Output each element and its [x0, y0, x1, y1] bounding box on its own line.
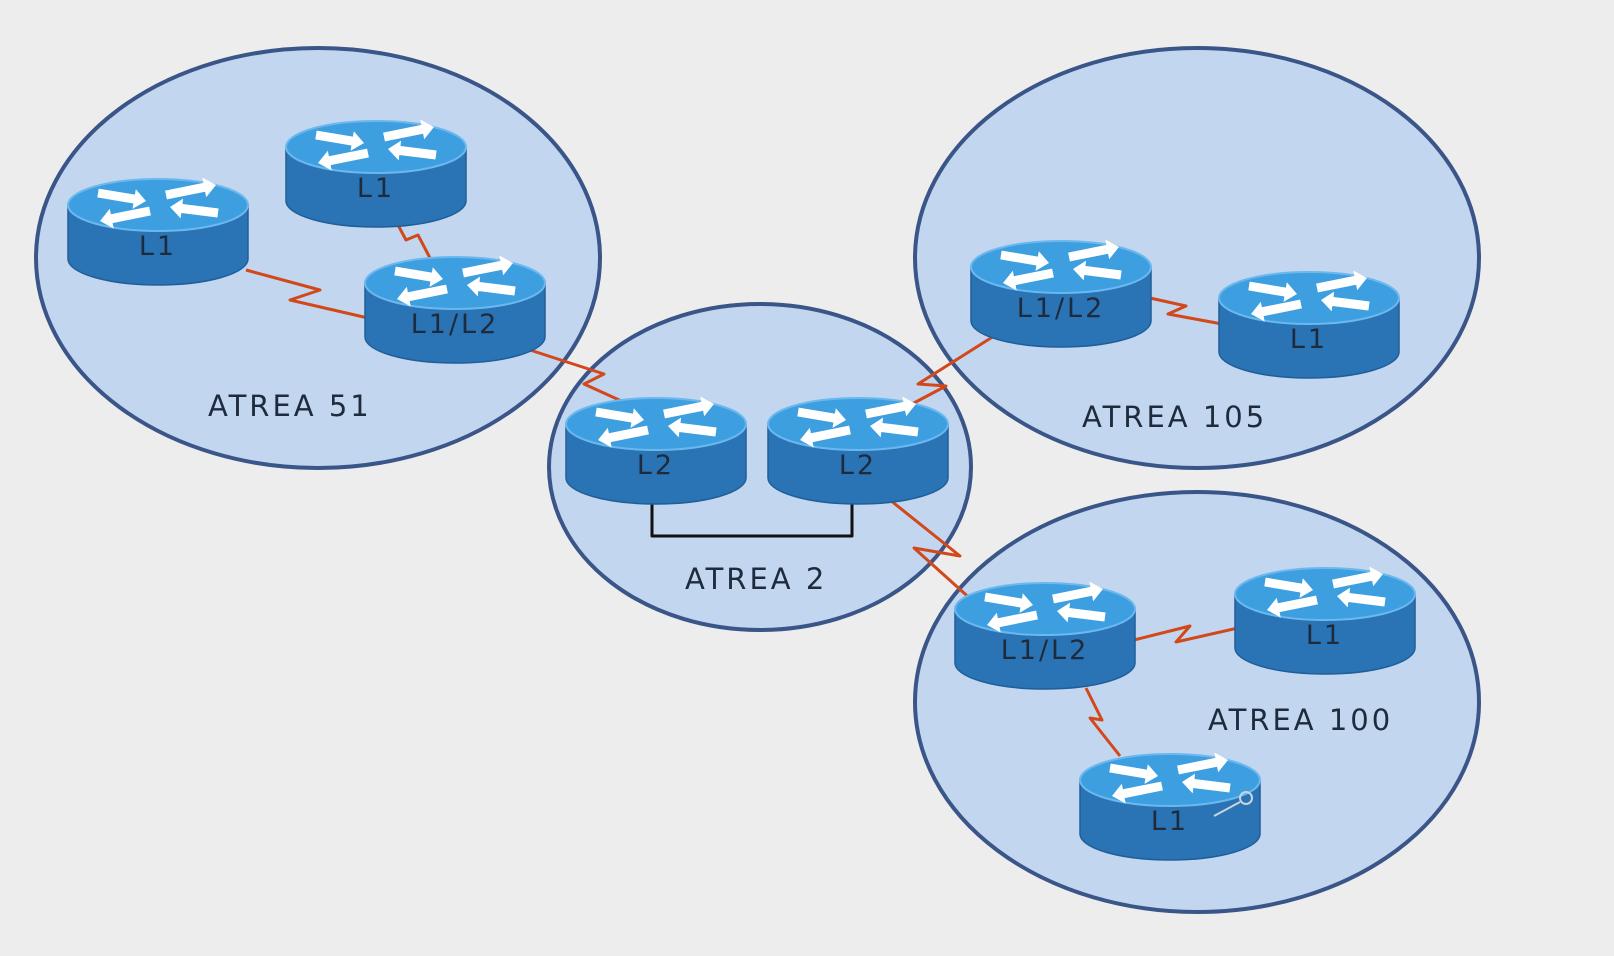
- serial-link: [1133, 624, 1239, 644]
- area-2-boundary: [547, 302, 973, 632]
- router-label: L1: [139, 231, 177, 262]
- pointer-icon: [1213, 791, 1253, 817]
- router-label: L1/L2: [411, 309, 500, 340]
- router-top: [1218, 271, 1400, 325]
- router-arrow: [170, 198, 219, 219]
- router-arrow: [97, 188, 146, 209]
- router-arrows-icon: [97, 177, 219, 229]
- router-r51c[interactable]: L1/L2: [364, 255, 546, 364]
- router-arrow: [1332, 566, 1383, 589]
- router-arrows-icon: [595, 396, 717, 448]
- router-r51a[interactable]: L1: [67, 177, 249, 286]
- router-label: L2: [839, 450, 877, 481]
- router-arrow: [1337, 587, 1386, 608]
- router-arrow: [1251, 299, 1302, 322]
- router-arrows-icon: [1109, 752, 1231, 804]
- router-label: L1/L2: [1017, 293, 1106, 324]
- serial-link: [529, 348, 629, 406]
- router-arrow: [397, 284, 448, 307]
- router-arrow: [1267, 595, 1318, 618]
- router-arrow: [1316, 270, 1367, 293]
- ethernet-link: [650, 500, 854, 538]
- router-arrow: [394, 266, 443, 287]
- router-r2a[interactable]: L2: [565, 396, 747, 505]
- router-r100a[interactable]: L1/L2: [954, 581, 1136, 690]
- router-top: [1234, 567, 1416, 621]
- serial-link: [245, 268, 369, 320]
- router-arrow: [1112, 781, 1163, 804]
- router-top: [954, 582, 1136, 636]
- router-label: L1: [1151, 806, 1189, 837]
- router-arrow: [598, 425, 649, 448]
- router-arrow: [100, 206, 151, 229]
- router-r100b[interactable]: L1: [1234, 566, 1416, 675]
- area-2: [547, 302, 973, 632]
- router-top: [364, 256, 546, 310]
- router-top: [970, 240, 1152, 294]
- serial-link: [911, 334, 995, 406]
- router-r51b[interactable]: L1: [285, 119, 467, 228]
- area-105-label: ATREA 105: [1082, 400, 1267, 434]
- router-arrow: [165, 177, 216, 200]
- serial-link: [396, 224, 432, 259]
- router-arrow: [318, 148, 369, 171]
- router-arrow: [467, 276, 516, 297]
- router-arrow: [388, 140, 437, 161]
- router-arrows-icon: [394, 255, 516, 307]
- router-r100c[interactable]: L1: [1079, 752, 1261, 861]
- serial-link: [889, 498, 976, 604]
- router-arrow: [1000, 250, 1049, 271]
- router-arrow: [595, 407, 644, 428]
- router-arrow: [1073, 260, 1122, 281]
- router-arrow: [1052, 581, 1103, 604]
- router-top: [565, 397, 747, 451]
- router-arrows-icon: [984, 581, 1106, 633]
- area-100-label: ATREA 100: [1208, 703, 1393, 737]
- router-arrow: [1177, 752, 1228, 775]
- router-arrow: [462, 255, 513, 278]
- router-label: L2: [637, 450, 675, 481]
- router-arrow: [870, 417, 919, 438]
- router-r2b[interactable]: L2: [767, 396, 949, 505]
- router-arrow: [663, 396, 714, 419]
- router-arrow: [1182, 773, 1231, 794]
- router-arrows-icon: [797, 396, 919, 448]
- serial-link: [1149, 296, 1223, 326]
- router-arrows-icon: [1248, 270, 1370, 322]
- router-top: [285, 120, 467, 174]
- router-label: L1: [357, 173, 395, 204]
- router-r105b[interactable]: L1: [1218, 270, 1400, 379]
- router-label: L1: [1306, 620, 1344, 651]
- router-arrow: [1068, 239, 1119, 262]
- router-arrow: [383, 119, 434, 142]
- router-arrow: [984, 592, 1033, 613]
- router-arrow: [1003, 268, 1054, 291]
- router-arrows-icon: [315, 119, 437, 171]
- router-arrow: [800, 425, 851, 448]
- router-top: [767, 397, 949, 451]
- router-top: [1079, 753, 1261, 807]
- router-arrow: [1248, 281, 1297, 302]
- router-arrows-icon: [1000, 239, 1122, 291]
- router-arrow: [668, 417, 717, 438]
- router-arrow: [1109, 763, 1158, 784]
- router-arrow: [865, 396, 916, 419]
- router-label: L1/L2: [1001, 635, 1090, 666]
- router-label: L1: [1290, 324, 1328, 355]
- links: [245, 224, 1239, 757]
- serial-link: [1084, 687, 1122, 757]
- router-arrow: [1264, 577, 1313, 598]
- router-arrow: [1057, 602, 1106, 623]
- router-arrow: [1321, 291, 1370, 312]
- router-arrows-icon: [1264, 566, 1386, 618]
- router-r105a[interactable]: L1/L2: [970, 239, 1152, 348]
- router-arrow: [987, 610, 1038, 633]
- router-arrow: [315, 130, 364, 151]
- router-arrow: [797, 407, 846, 428]
- area-2-label: ATREA 2: [685, 562, 827, 596]
- router-top: [67, 178, 249, 232]
- area-51-label: ATREA 51: [208, 389, 372, 423]
